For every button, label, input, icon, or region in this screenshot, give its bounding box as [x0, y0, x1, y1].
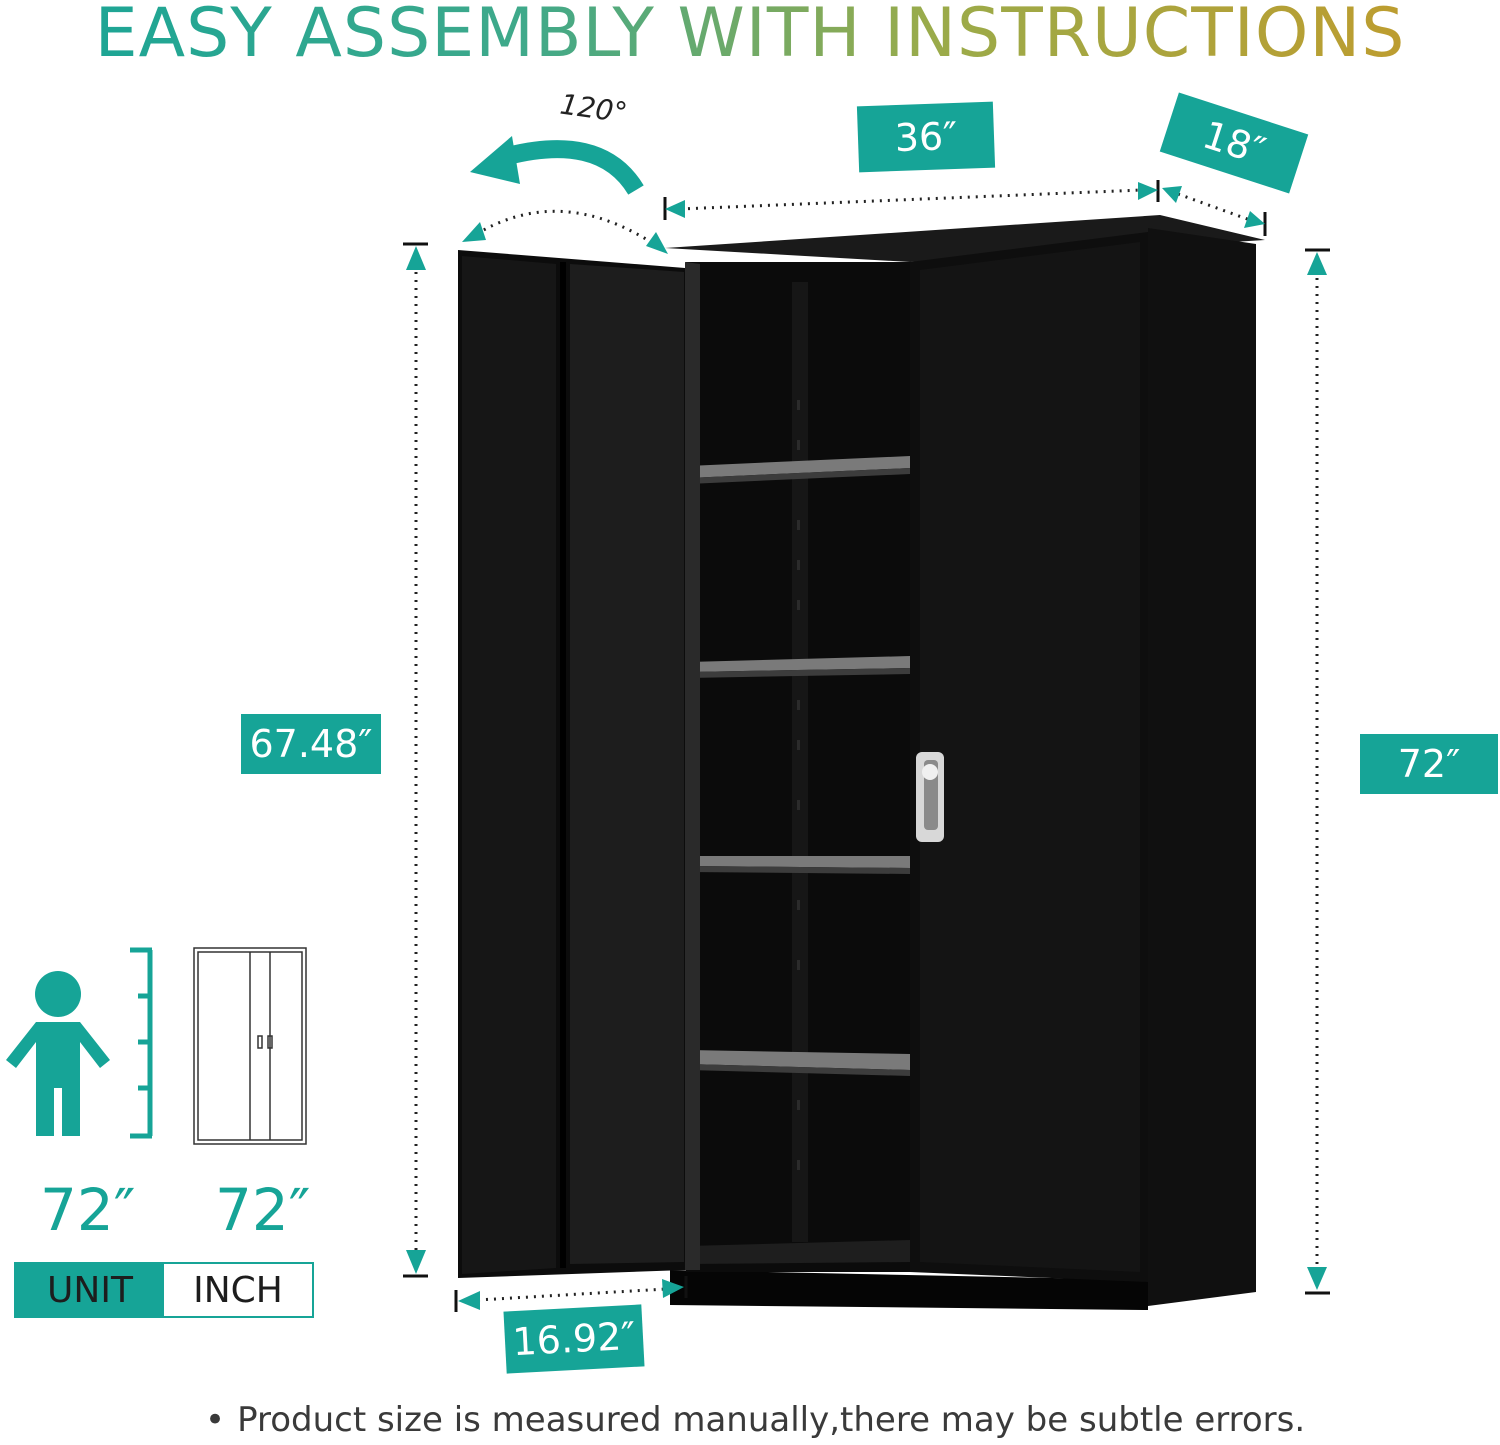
depth-dimension-line	[1162, 186, 1267, 236]
cabinet-base	[670, 1270, 1148, 1310]
width-label: 36″	[856, 101, 996, 173]
cabinet-outline-icon	[193, 947, 307, 1145]
unit-value: INCH	[164, 1264, 312, 1316]
height-dimension-line	[1305, 248, 1330, 1295]
page-title: EASY ASSEMBLY WITH INSTRUCTIONS	[0, 0, 1500, 76]
cabinet-top	[665, 215, 1265, 262]
shelf-2	[688, 656, 910, 672]
shelves	[688, 456, 910, 1264]
size-reference	[6, 947, 307, 1145]
person-height-value: 72″	[40, 1176, 136, 1244]
bullet-icon: •	[205, 1400, 226, 1440]
ruler-icon	[130, 947, 153, 1139]
door-height-dimension-line	[403, 242, 428, 1278]
shelf-4	[688, 1050, 910, 1070]
door-width-dimension-line	[454, 1276, 688, 1312]
door-height-label: 67.48″	[241, 714, 381, 774]
width-dimension-line	[663, 180, 1160, 220]
shelf-bottom	[688, 1240, 910, 1264]
shelf-peg-holes	[797, 400, 800, 1170]
handle-lock-icon	[916, 752, 944, 842]
shelf-1	[688, 456, 910, 478]
disclaimer-note: • Product size is measured manually,there…	[205, 1400, 1305, 1440]
shelf-3	[688, 856, 910, 868]
door-swing-arc	[462, 209, 668, 254]
unit-label: UNIT	[16, 1264, 164, 1316]
curved-arrow-icon	[470, 136, 644, 195]
person-icon	[6, 971, 110, 1136]
door-width-label: 16.92″	[503, 1304, 645, 1374]
cabinet-height-value: 72″	[215, 1176, 311, 1244]
disclaimer-text: Product size is measured manually,there …	[237, 1400, 1306, 1440]
height-label: 72″	[1360, 734, 1498, 794]
cabinet-side	[1148, 228, 1256, 1306]
unit-indicator: UNIT INCH	[14, 1262, 314, 1318]
